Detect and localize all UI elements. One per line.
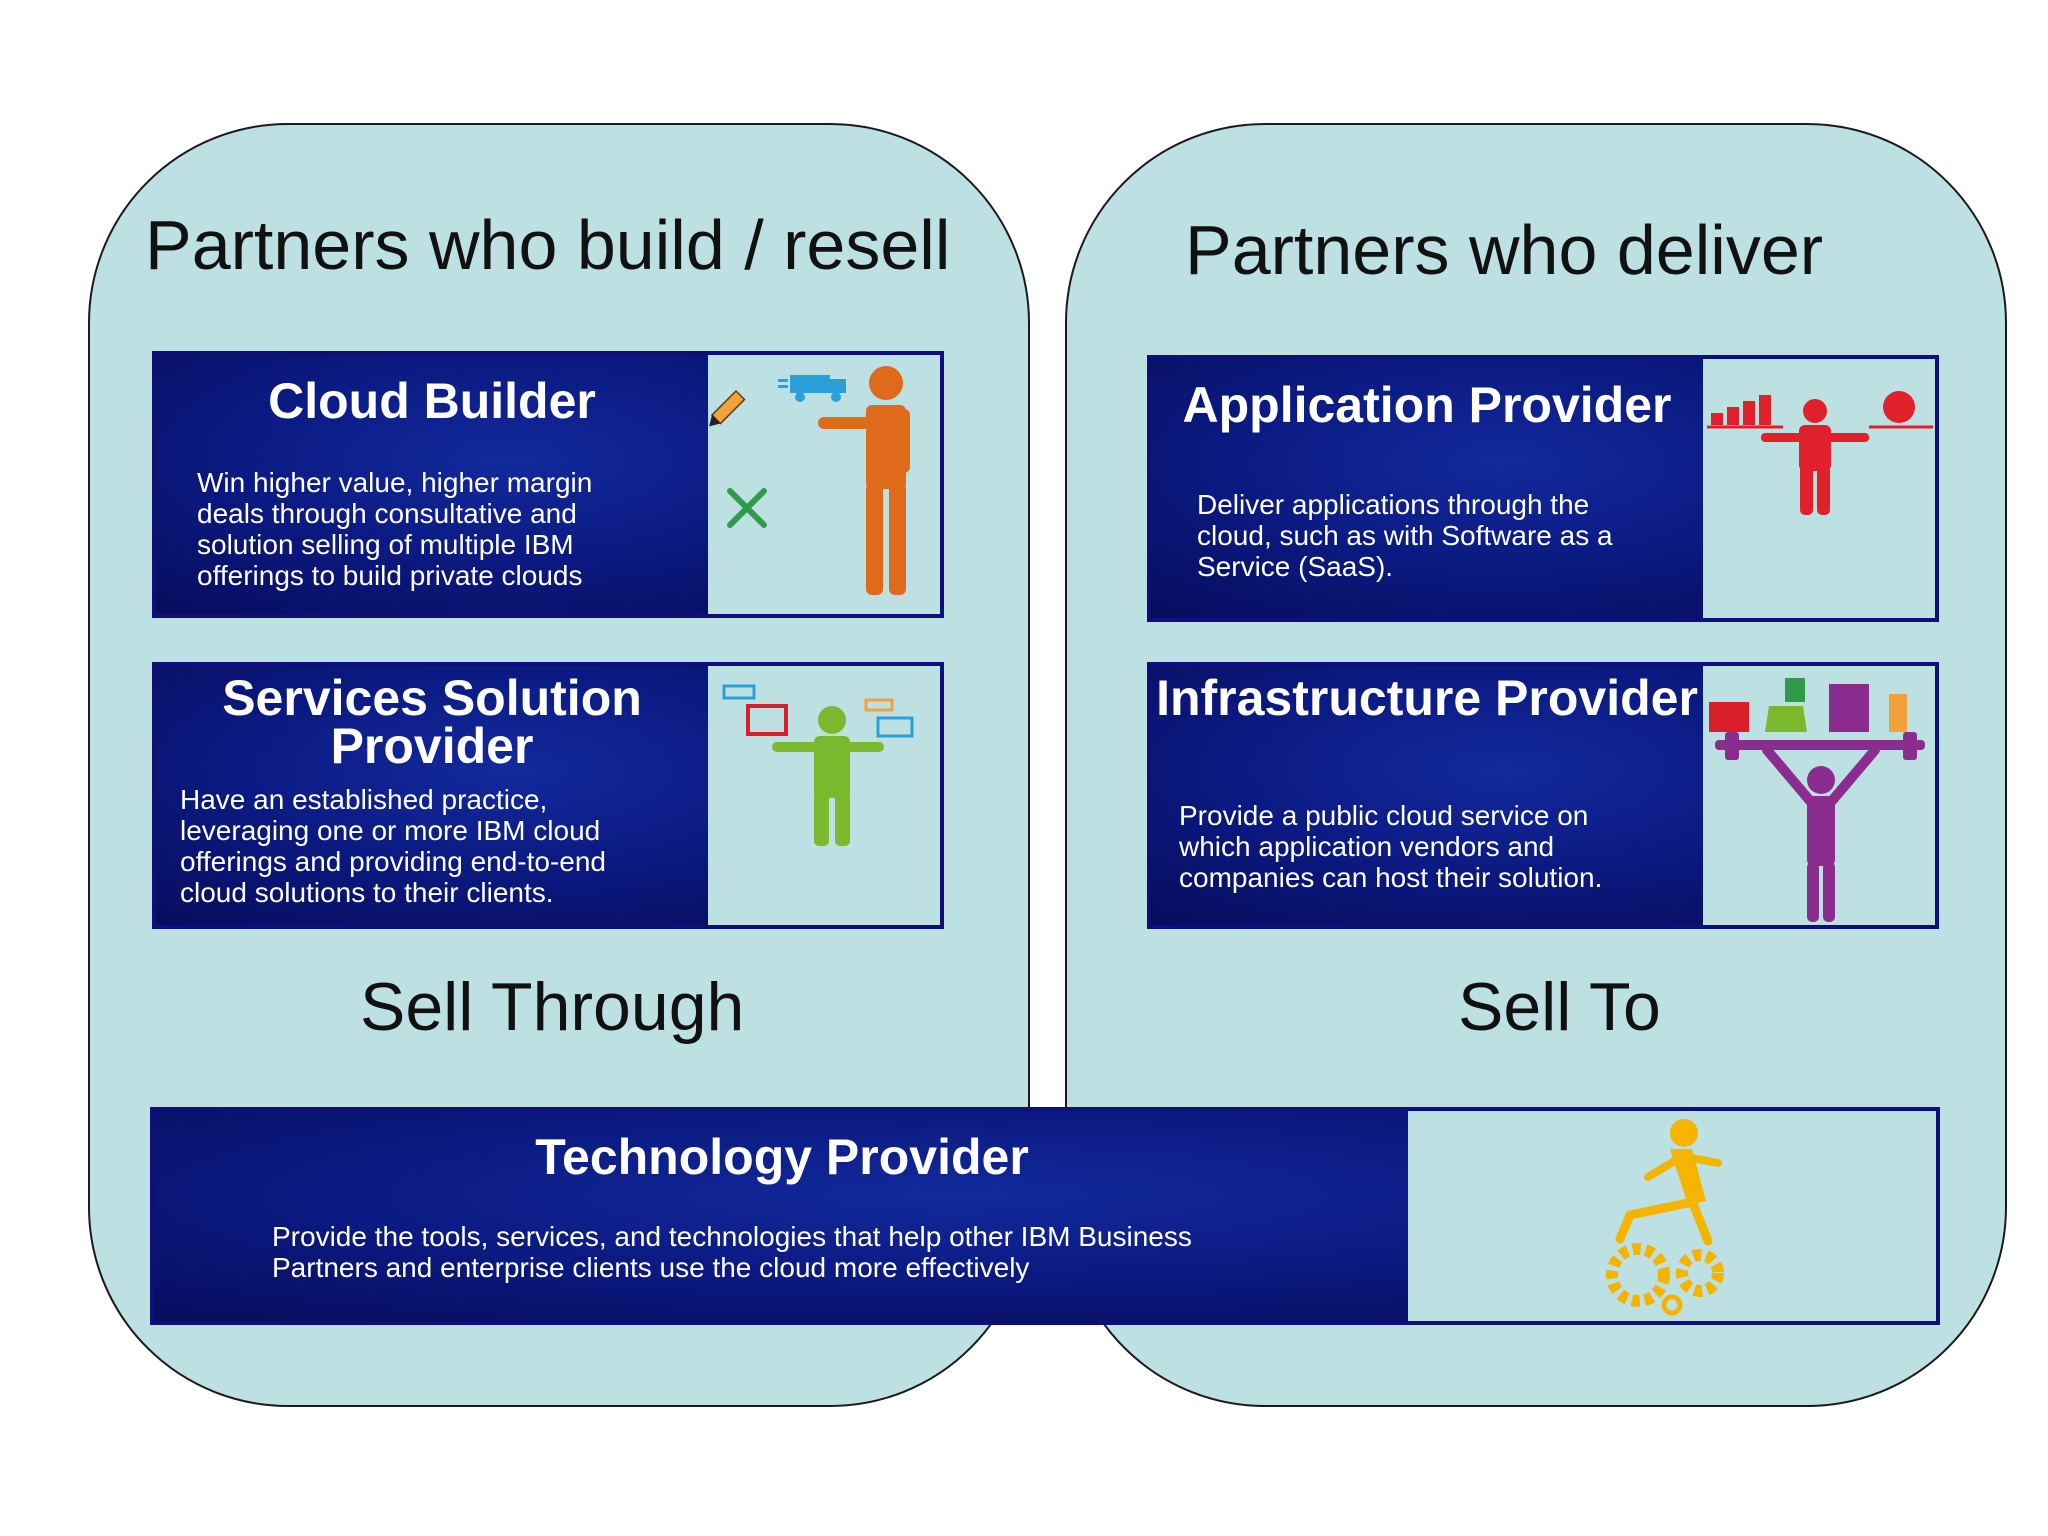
application-provider-card[interactable]: Application Provider Deliver application… <box>1147 355 1939 622</box>
person-with-devices-icon <box>722 684 914 846</box>
services-solution-provider-title: Services Solution Provider <box>222 670 642 774</box>
person-balancing-charts-icon <box>1707 391 1933 515</box>
application-provider-title: Application Provider <box>1182 377 1672 433</box>
person-lifting-servers-icon <box>1709 678 1925 922</box>
sell-to-label: Sell To <box>1458 969 1661 1045</box>
application-provider-illustration <box>1703 359 1935 618</box>
person-with-tools-icon <box>709 366 910 595</box>
deliver-heading: Partners who deliver <box>1185 211 1824 289</box>
technology-provider-description: Provide the tools, services, and technol… <box>272 1221 1192 1283</box>
sell-through-label: Sell Through <box>360 969 745 1045</box>
infrastructure-provider-card[interactable]: Infrastructure Provider Provide a public… <box>1147 662 1939 929</box>
services-solution-provider-description: Have an established practice, leveraging… <box>180 784 607 908</box>
application-provider-description: Deliver applications through the cloud, … <box>1197 489 1613 582</box>
technology-provider-card[interactable]: Technology Provider Provide the tools, s… <box>150 1107 1940 1325</box>
cloud-builder-description: Win higher value, higher margin deals th… <box>197 467 593 591</box>
technology-provider-title: Technology Provider <box>535 1129 1029 1185</box>
cloud-builder-illustration <box>708 355 940 614</box>
person-on-gears-icon <box>1606 1119 1724 1316</box>
services-solution-provider-card[interactable]: Services Solution Provider Have an estab… <box>152 662 944 929</box>
build-resell-heading: Partners who build / resell <box>145 206 951 284</box>
cloud-builder-title: Cloud Builder <box>268 373 596 429</box>
cloud-builder-card[interactable]: Cloud Builder Win higher value, higher m… <box>152 351 944 618</box>
infrastructure-provider-title: Infrastructure Provider <box>1156 670 1698 726</box>
infrastructure-provider-illustration <box>1703 666 1935 925</box>
services-solution-provider-illustration <box>708 666 940 925</box>
technology-provider-illustration <box>1408 1111 1936 1321</box>
infrastructure-provider-description: Provide a public cloud service on which … <box>1179 800 1603 893</box>
